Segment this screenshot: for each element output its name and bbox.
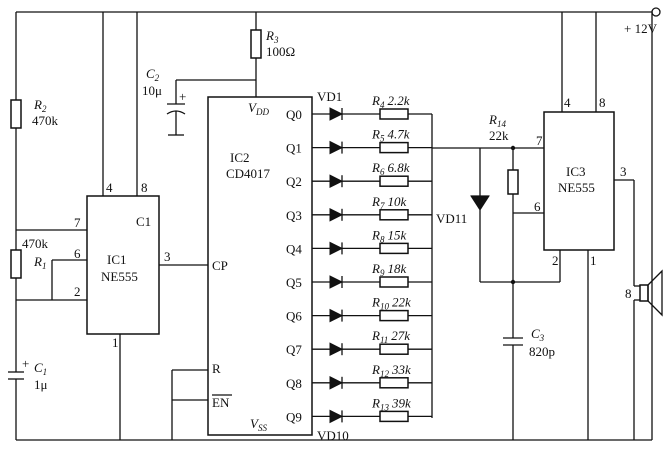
- ladder-resistor: [379, 209, 409, 221]
- ic1-pin4: 4: [106, 180, 113, 195]
- ladder-resistor: [379, 410, 409, 423]
- vd10-label: VD10: [317, 428, 349, 443]
- r2-value: 470k: [32, 113, 59, 128]
- vd1-label: VD1: [317, 89, 342, 104]
- ic3-pin6: 6: [534, 199, 541, 214]
- ic3-pin7: 7: [536, 133, 543, 148]
- ic2-output-label: Q5: [286, 275, 302, 290]
- r3-value: 100Ω: [266, 44, 295, 59]
- diode-icon: [329, 375, 344, 390]
- diode-icon: [329, 342, 344, 357]
- ic1-pin8: 8: [141, 180, 148, 195]
- c3-label: C3: [531, 326, 545, 343]
- ic2-r: R: [212, 361, 221, 376]
- ic1-c1-label: C1: [136, 214, 151, 229]
- ic2-name: IC2: [230, 150, 250, 165]
- ic1-block: [86, 12, 208, 440]
- ic3-pin4: 4: [564, 95, 571, 110]
- ladder-resistor: [379, 377, 409, 389]
- ic1-pin7: 7: [74, 215, 81, 230]
- ic3-pin3: 3: [620, 164, 627, 179]
- ic2-block: [171, 96, 313, 440]
- diode-icon: [329, 409, 344, 424]
- ladder-resistor: [379, 309, 409, 322]
- ic2-output-label: Q2: [286, 174, 302, 189]
- ic2-output-label: Q1: [286, 141, 302, 156]
- ic2-output-label: Q6: [286, 309, 302, 324]
- r2-label: R2: [33, 97, 47, 114]
- ladder-resistor: [379, 343, 409, 355]
- diode-icon: [329, 308, 344, 323]
- r1-label: R1: [33, 254, 46, 271]
- ic2-output-label: Q0: [286, 107, 302, 122]
- ic2-output-label: Q3: [286, 208, 302, 223]
- ic3-name: IC3: [566, 164, 586, 179]
- ic1-pin1: 1: [112, 335, 119, 350]
- ic1-type: NE555: [101, 269, 138, 284]
- c1-plus: +: [22, 356, 29, 371]
- c2-label: C2: [146, 66, 160, 83]
- ic3-pin8: 8: [599, 95, 606, 110]
- timing-network: [470, 145, 560, 440]
- ic2-type: CD4017: [226, 166, 271, 181]
- c1-label: C1: [34, 360, 47, 377]
- c2-plus: +: [179, 89, 186, 104]
- ic2-en: EN: [212, 395, 230, 410]
- diode-icon: [329, 174, 344, 189]
- ic2-cp: CP: [212, 258, 228, 273]
- r14-value: 22k: [489, 128, 509, 143]
- ic1-name: IC1: [107, 252, 127, 267]
- left-rc-network: [8, 12, 87, 440]
- ic3-pin2: 2: [552, 253, 559, 268]
- ic2-vdd: VDD: [248, 100, 269, 117]
- diode-icon: [329, 140, 344, 155]
- ic3-block: [543, 12, 653, 440]
- ic3-type: NE555: [558, 180, 595, 195]
- c1-value: 1μ: [34, 377, 48, 392]
- ladder-resistor: [379, 276, 409, 288]
- ic2-output-label: Q4: [286, 241, 302, 256]
- supply-label: + 12V: [624, 21, 658, 36]
- diode-icon: [329, 275, 344, 289]
- diode-icon: [329, 107, 344, 121]
- ladder-resistor: [379, 141, 409, 154]
- r1-value: 470k: [22, 236, 49, 251]
- diode-icon: [329, 207, 344, 222]
- speaker-icon: [634, 269, 663, 317]
- ladder-resistor: [379, 175, 409, 187]
- supply-rail: [16, 7, 661, 17]
- c2-value: 10μ: [142, 83, 162, 98]
- ic3-pin1: 1: [590, 253, 597, 268]
- r3-label: R3: [265, 28, 279, 45]
- speaker-impedance: 8: [625, 286, 632, 301]
- r3-c2-network: [166, 12, 262, 136]
- ic1-pin3: 3: [164, 249, 171, 264]
- ic2-output-label: Q8: [286, 376, 302, 391]
- ic1-pin2: 2: [74, 284, 81, 299]
- ic2-output-label: Q9: [286, 409, 302, 424]
- ic1-pin6: 6: [74, 246, 81, 261]
- c3-value: 820p: [529, 344, 555, 359]
- ladder-resistor: [379, 242, 409, 255]
- vd11-label: VD11: [436, 211, 467, 226]
- ladder-resistor: [379, 108, 409, 120]
- ic2-vss: VSS: [250, 416, 267, 433]
- ic2-output-label: Q7: [286, 342, 302, 357]
- diode-icon: [329, 241, 344, 256]
- r14-label: R14: [488, 112, 506, 129]
